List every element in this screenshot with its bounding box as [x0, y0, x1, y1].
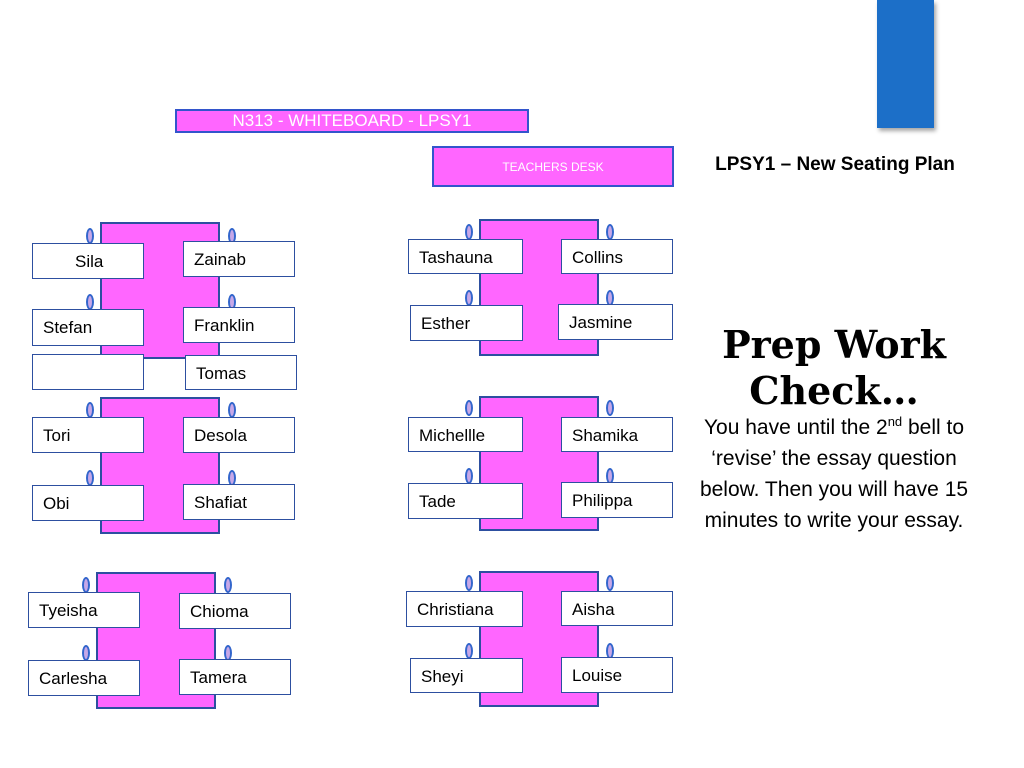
chair-icon: [86, 402, 94, 418]
seat-tomas: Tomas: [185, 355, 297, 390]
seat-sila: Sila: [32, 243, 144, 279]
chair-icon: [465, 224, 473, 240]
seat-tashauna: Tashauna: [408, 239, 523, 274]
chair-icon: [86, 294, 94, 310]
chair-icon: [228, 402, 236, 418]
chair-icon: [86, 470, 94, 486]
chair-icon: [465, 290, 473, 306]
blue-accent-bar: [877, 0, 934, 128]
chair-icon: [606, 224, 614, 240]
seat-shafiat: Shafiat: [183, 484, 295, 520]
chair-icon: [465, 575, 473, 591]
seat-zainab: Zainab: [183, 241, 295, 277]
seat-philippa: Philippa: [561, 482, 673, 518]
seat-franklin: Franklin: [183, 307, 295, 343]
seat-tade: Tade: [408, 483, 523, 519]
seat-jasmine: Jasmine: [558, 304, 673, 340]
seat-christiana: Christiana: [406, 591, 523, 627]
teachers-desk: TEACHERS DESK: [432, 146, 674, 187]
chair-icon: [465, 400, 473, 416]
prep-text-sup: nd: [887, 414, 903, 429]
chair-icon: [465, 643, 473, 659]
seat-louise: Louise: [561, 657, 673, 693]
seat-michellle: Michellle: [408, 417, 523, 452]
seat-tyeisha: Tyeisha: [28, 592, 140, 628]
seat-empty: [32, 354, 144, 390]
seat-carlesha: Carlesha: [28, 660, 140, 696]
chair-icon: [82, 645, 90, 661]
prep-title-line2: Check…: [749, 368, 919, 413]
prep-text-before: You have until the 2: [703, 416, 888, 439]
seat-obi: Obi: [32, 485, 144, 521]
seat-esther: Esther: [410, 305, 523, 341]
seating-plan-title: LPSY1 – New Seating Plan: [715, 154, 955, 175]
chair-icon: [224, 577, 232, 593]
chair-icon: [86, 228, 94, 244]
prep-work-instructions: You have until the 2nd bell to ‘revise’ …: [692, 412, 976, 536]
seat-desola: Desola: [183, 417, 295, 453]
chair-icon: [465, 468, 473, 484]
seat-sheyi: Sheyi: [410, 658, 523, 693]
prep-title-line1: Prep Work: [722, 322, 946, 367]
chair-icon: [606, 575, 614, 591]
seat-collins: Collins: [561, 239, 673, 274]
seat-chioma: Chioma: [179, 593, 291, 629]
prep-text-after: bell to ‘revise’ the essay question belo…: [699, 416, 969, 532]
seat-tamera: Tamera: [179, 659, 291, 695]
seat-stefan: Stefan: [32, 309, 144, 346]
chair-icon: [606, 400, 614, 416]
prep-work-title: Prep Work Check…: [692, 322, 976, 414]
seat-aisha: Aisha: [561, 591, 673, 626]
whiteboard-label: N313 - WHITEBOARD - LPSY1: [175, 109, 529, 133]
chair-icon: [82, 577, 90, 593]
seat-tori: Tori: [32, 417, 144, 453]
seat-shamika: Shamika: [561, 417, 673, 452]
